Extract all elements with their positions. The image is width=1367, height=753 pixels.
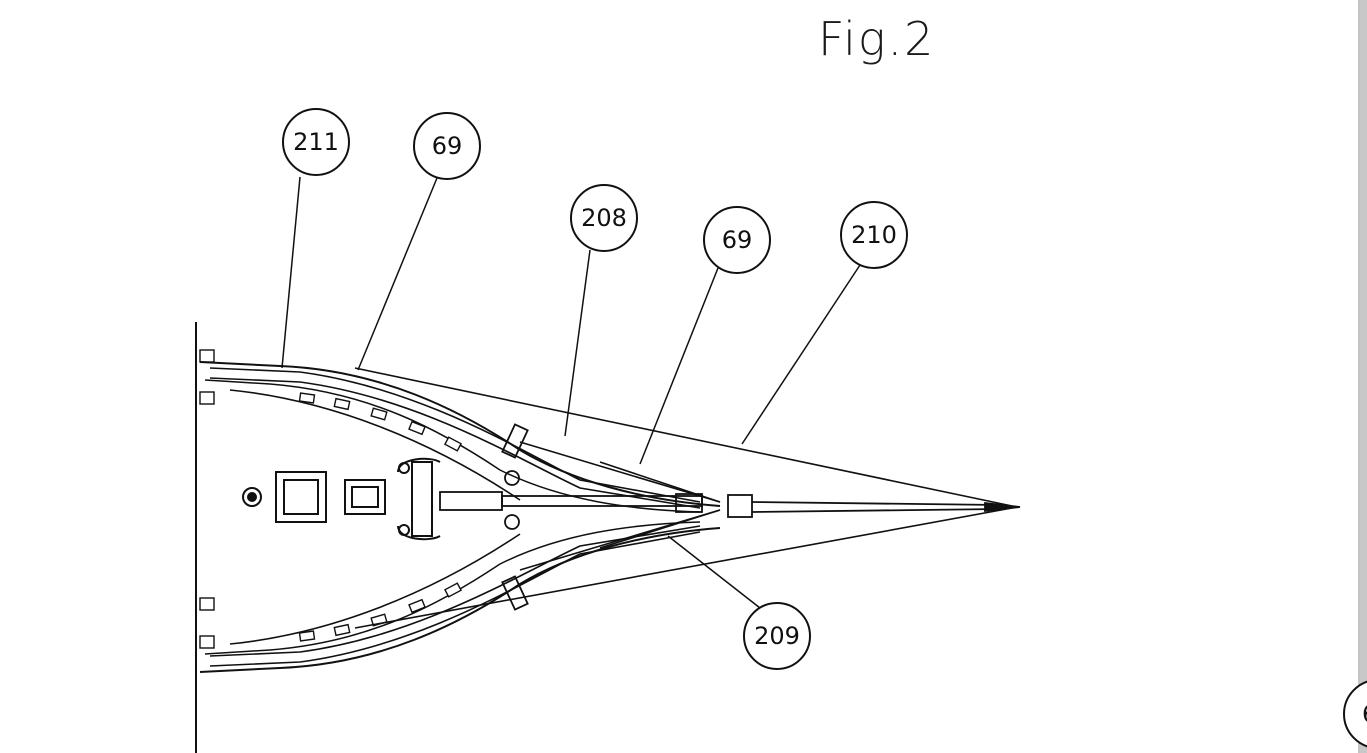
float-segments (298, 392, 463, 642)
callout-208: 208 (570, 184, 638, 252)
callout-69a-label: 69 (432, 132, 463, 160)
scan-edge-strip (1360, 0, 1367, 753)
bridle-arms (209, 367, 701, 667)
callout-209-label: 209 (754, 622, 800, 650)
deck-equipment (242, 457, 441, 541)
callout-209: 209 (743, 602, 811, 670)
edge-callout-label: 6 (1362, 700, 1367, 728)
callout-211-label: 211 (293, 128, 339, 156)
tow-shaft (439, 423, 1021, 611)
callout-210-label: 210 (851, 221, 897, 249)
tow-lines (354, 367, 1013, 629)
callout-208-label: 208 (581, 204, 627, 232)
vessel-hull (195, 322, 721, 753)
edge-callout: 6 (1343, 680, 1367, 748)
hull-brackets (199, 349, 215, 649)
callout-69-upper-right: 69 (703, 206, 771, 274)
callout-69b-label: 69 (722, 226, 753, 254)
callout-69-upper-left: 69 (413, 112, 481, 180)
leader-lines (281, 176, 863, 609)
callout-211: 211 (282, 108, 350, 176)
callout-210: 210 (840, 201, 908, 269)
figure-title: Fig.2 (818, 12, 936, 66)
